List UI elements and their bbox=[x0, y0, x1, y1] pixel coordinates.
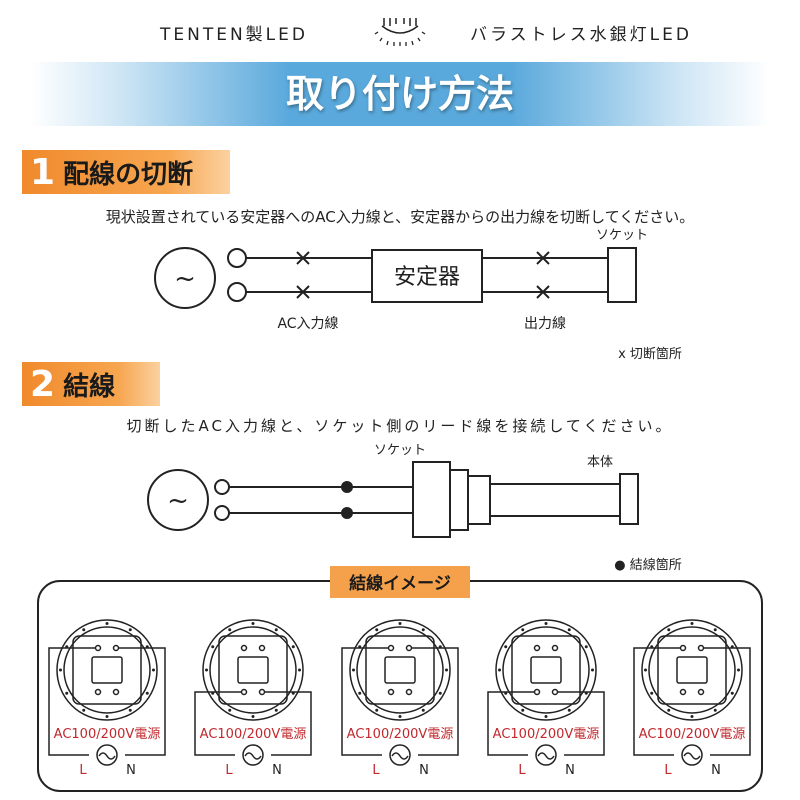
socket bbox=[607, 247, 637, 303]
connection-dot bbox=[341, 481, 353, 493]
neutral-label: N bbox=[565, 763, 575, 778]
ac-source-icon bbox=[154, 247, 216, 309]
socket-label: ソケット bbox=[374, 443, 426, 458]
power-label: AC100/200V電源 bbox=[493, 727, 600, 742]
live-label: L bbox=[225, 763, 233, 778]
step-title: 配線の切断 bbox=[63, 159, 194, 190]
power-label: AC100/200V電源 bbox=[347, 727, 454, 742]
socket-label: ソケット bbox=[596, 228, 648, 243]
step-number: 1 bbox=[30, 151, 56, 193]
power-label: AC100/200V電源 bbox=[639, 727, 746, 742]
body-label: 本体 bbox=[587, 455, 613, 470]
step1-instruction: 現状設置されている安定器へのAC入力線と、安定器からの出力線を切断してください。 bbox=[105, 208, 695, 226]
fixture bbox=[633, 619, 751, 766]
ac-input-label: AC入力線 bbox=[277, 316, 338, 332]
ac-source-icon bbox=[147, 469, 209, 531]
cut-diagram: ~ 安定器 ソケット AC入力線 出力線 x 切断箇所 bbox=[154, 228, 682, 362]
title-banner: 取り付け方法 bbox=[30, 62, 770, 126]
wiring-image-label-bg bbox=[330, 566, 470, 598]
connect-legend: ● 結線箇所 bbox=[614, 557, 681, 573]
cut-marks bbox=[296, 251, 550, 299]
fixture bbox=[487, 619, 605, 766]
cut-legend: x 切断箇所 bbox=[618, 346, 682, 362]
lamp-socket bbox=[412, 461, 639, 538]
page-title: 取り付け方法 bbox=[285, 72, 514, 116]
live-label: L bbox=[664, 763, 672, 778]
ballast-box bbox=[371, 249, 483, 303]
connection-dot bbox=[341, 507, 353, 519]
wiring-image: 結線イメージ AC100/200V電源 L N AC100/200V電源 L N AC100… bbox=[37, 566, 763, 792]
product-label: バラストレス水銀灯LED bbox=[470, 25, 692, 45]
step-title: 結線 bbox=[63, 371, 116, 402]
fixture bbox=[341, 619, 459, 766]
svg-text:~: ~ bbox=[167, 486, 189, 516]
neutral-label: N bbox=[126, 763, 136, 778]
wiring-image-title: 結線イメージ bbox=[349, 573, 451, 594]
neutral-label: N bbox=[419, 763, 429, 778]
neutral-label: N bbox=[272, 763, 282, 778]
led-bulb-icon bbox=[374, 18, 426, 46]
step-number: 2 bbox=[30, 363, 56, 405]
output-label: 出力線 bbox=[524, 316, 566, 332]
fixture bbox=[48, 619, 166, 766]
connect-diagram: ~ ソケット 本体 ● 結線箇所 bbox=[147, 443, 682, 573]
live-label: L bbox=[79, 763, 87, 778]
live-label: L bbox=[518, 763, 526, 778]
ballast-label: 安定器 bbox=[394, 265, 460, 290]
step2-instruction: 切断したAC入力線と、ソケット側のリード線を接続してください。 bbox=[126, 417, 674, 435]
power-label: AC100/200V電源 bbox=[200, 727, 307, 742]
power-label: AC100/200V電源 bbox=[54, 727, 161, 742]
neutral-label: N bbox=[711, 763, 721, 778]
live-label: L bbox=[372, 763, 380, 778]
svg-text:~: ~ bbox=[174, 264, 196, 294]
brand-label: TENTEN製LED bbox=[160, 25, 308, 45]
fixture bbox=[194, 619, 312, 766]
